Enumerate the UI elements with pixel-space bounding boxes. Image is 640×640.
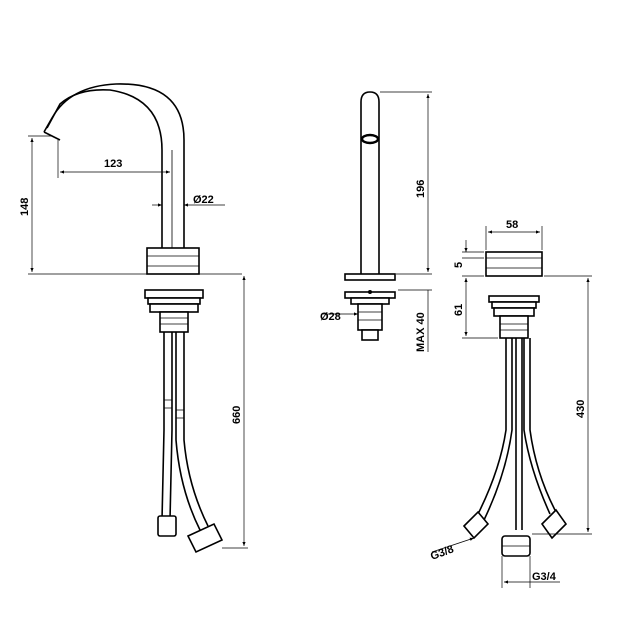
spout-side-view [344,91,396,341]
mixer-dimensions [431,226,592,588]
dim-body-width: 58 [506,219,518,231]
dim-inlet-thread: G3/8 [429,543,456,562]
dim-spout-reach: 123 [104,158,122,170]
dim-mixer-hose-length: 430 [575,400,587,418]
spout-front-view [43,83,224,554]
dim-spout-diameter: Ø22 [193,194,214,206]
dim-side-height: 196 [415,180,427,198]
dim-max-thickness: MAX 40 [415,312,427,352]
dim-outlet-thread: G3/4 [532,571,557,583]
dim-body-height: 61 [453,304,465,316]
spout-dimensions [28,135,248,549]
dim-hose-length: 660 [231,406,243,424]
dim-body-top: 5 [453,262,465,268]
dim-base-diameter: Ø28 [320,311,341,323]
mixer-view [462,251,568,557]
side-dimensions [322,91,432,352]
dim-spout-height: 148 [19,198,31,216]
